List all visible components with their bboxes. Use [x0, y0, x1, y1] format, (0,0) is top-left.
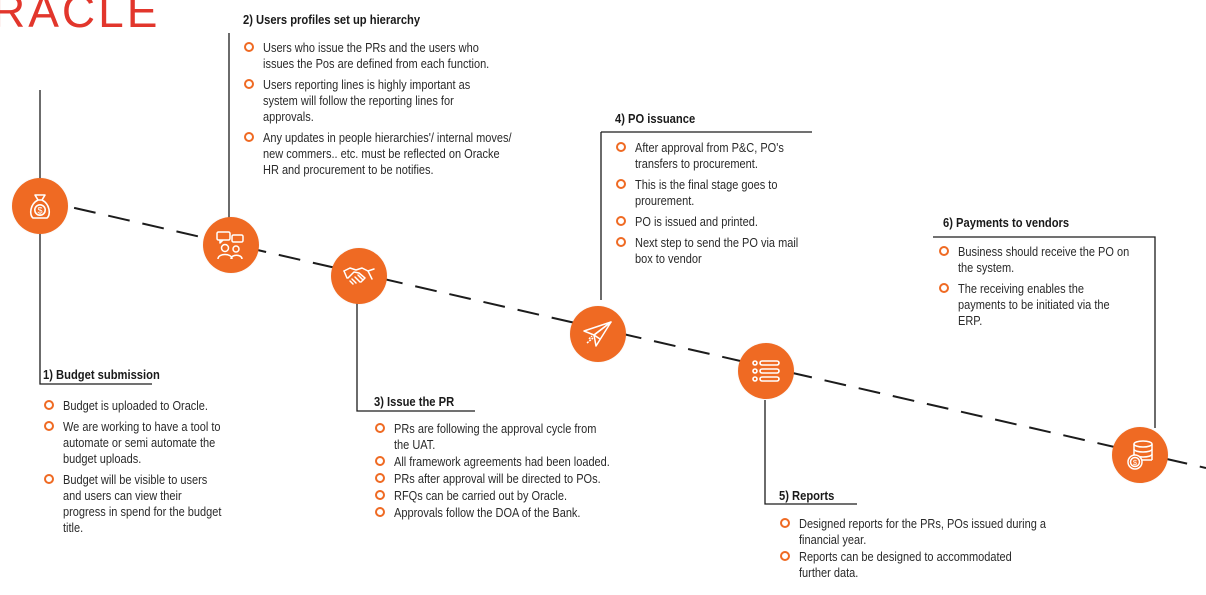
bullet-item: Users who issue the PRs and the users wh…: [243, 40, 543, 72]
bullet-item: After approval from P&C, PO's transfers …: [615, 140, 835, 172]
bullet-item: PRs after approval will be directed to P…: [374, 471, 664, 487]
step-5-block: 5) Reports: [779, 488, 1039, 503]
bullet-item: Next step to send the PO via mail box to…: [615, 235, 835, 267]
connector-step-1-bottom: [39, 228, 152, 385]
logo-registered-mark: ®: [160, 0, 166, 2]
step-3-block: 3) Issue the PR: [374, 394, 654, 409]
users-chat-icon: [203, 217, 259, 273]
bullet-item: We are working to have a tool to automat…: [43, 419, 303, 467]
bullet-item: Users reporting lines is highly importan…: [243, 77, 543, 125]
step-6-bullets: Business should receive the PO on the sy…: [938, 244, 1153, 334]
step-title: 3) Issue the PR: [374, 394, 455, 409]
step-title: 4) PO issuance: [615, 111, 696, 126]
bullet-item: Designed reports for the PRs, POs issued…: [779, 516, 1079, 548]
step-title: 2) Users profiles set up hierarchy: [243, 12, 421, 27]
step-2-block: 2) Users profiles set up hierarchy: [243, 12, 543, 27]
money-bag-icon: $: [12, 178, 68, 234]
coins-icon: $: [1112, 427, 1168, 483]
step-4-block: 4) PO issuance: [615, 111, 845, 126]
step-title: 6) Payments to vendors: [943, 215, 1070, 230]
bullet-item: All framework agreements had been loaded…: [374, 454, 664, 470]
bullet-item: This is the final stage goes to proureme…: [615, 177, 835, 209]
bullet-item: PRs are following the approval cycle fro…: [374, 421, 664, 453]
connector-step-5: [764, 400, 857, 505]
bullet-item: Any updates in people hierarchies'/ inte…: [243, 130, 543, 178]
handshake-icon: [331, 248, 387, 304]
step-1-block: 1) Budget submission: [43, 367, 303, 382]
step-3-bullets: PRs are following the approval cycle fro…: [374, 421, 664, 522]
bullet-item: Business should receive the PO on the sy…: [938, 244, 1153, 276]
connector-step-6: [933, 236, 1156, 428]
svg-text:$: $: [1133, 458, 1138, 467]
step-title: 5) Reports: [779, 488, 835, 503]
bullet-item: Reports can be designed to accommodated …: [779, 549, 1079, 581]
list-icon: [738, 343, 794, 399]
step-5-bullets: Designed reports for the PRs, POs issued…: [779, 516, 1079, 582]
step-4-bullets: After approval from P&C, PO's transfers …: [615, 140, 835, 272]
paper-plane-icon: [570, 306, 626, 362]
bullet-item: Approvals follow the DOA of the Bank.: [374, 505, 664, 521]
step-1-bullets: Budget is uploaded to Oracle. We are wor…: [43, 398, 303, 541]
step-title: 1) Budget submission: [43, 367, 160, 382]
bullet-item: Budget is uploaded to Oracle.: [43, 398, 303, 414]
step-6-block: 6) Payments to vendors: [943, 215, 1173, 230]
logo-text: RACLE: [0, 0, 161, 37]
oracle-logo: RACLE®: [0, 0, 166, 34]
bullet-item: The receiving enables the payments to be…: [938, 281, 1153, 329]
bullet-item: RFQs can be carried out by Oracle.: [374, 488, 664, 504]
step-2-bullets: Users who issue the PRs and the users wh…: [243, 40, 543, 183]
bullet-item: Budget will be visible to users and user…: [43, 472, 303, 536]
bullet-item: PO is issued and printed.: [615, 214, 835, 230]
svg-text:$: $: [37, 205, 42, 215]
connector-step-3: [356, 302, 475, 412]
